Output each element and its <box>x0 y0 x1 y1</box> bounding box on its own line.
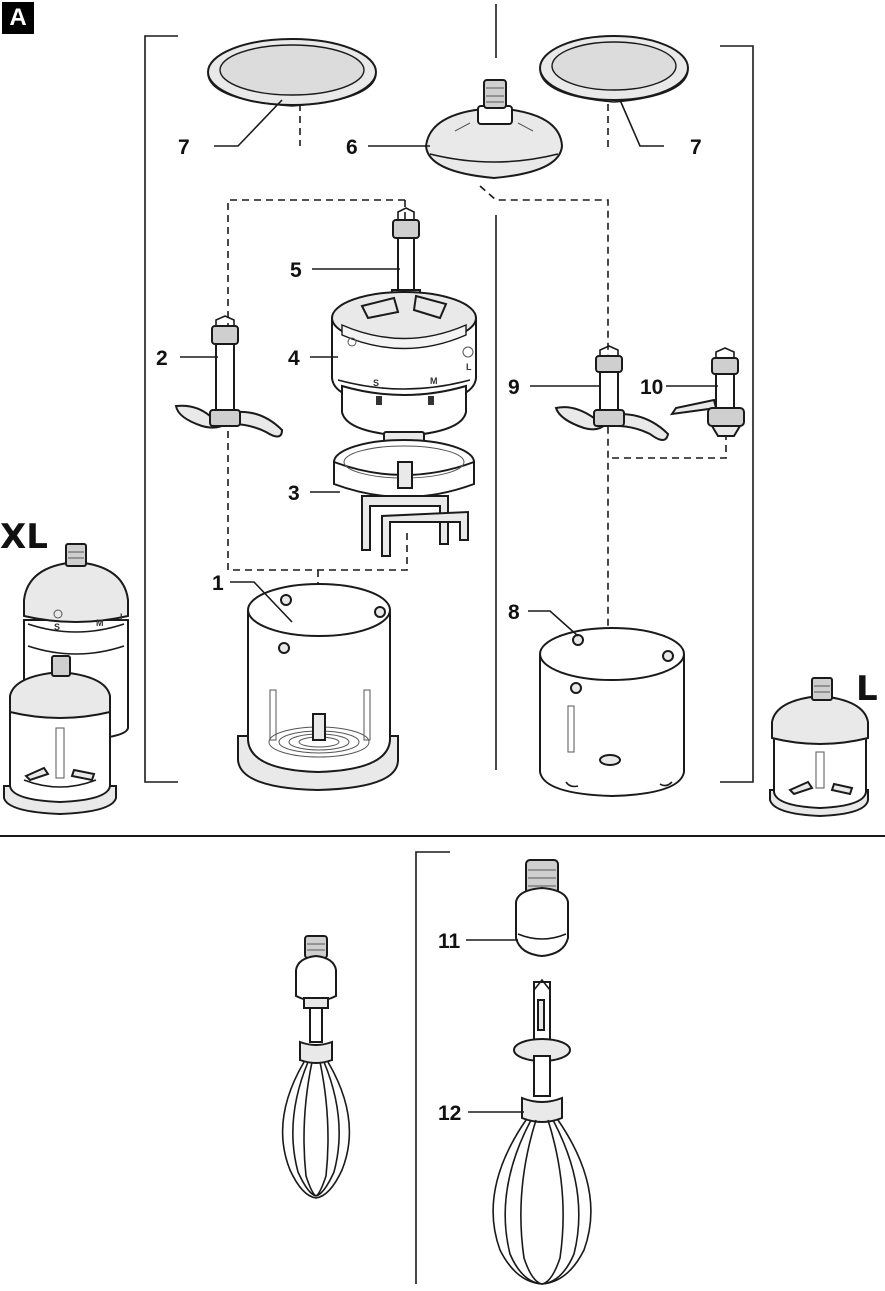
callout-7-right: 7 <box>690 136 702 159</box>
callout-2: 2 <box>156 347 168 370</box>
marking-m: M <box>430 376 438 386</box>
callout-11: 11 <box>438 930 461 953</box>
large-bowl <box>238 584 398 790</box>
medium-bowl <box>540 628 684 796</box>
lid-right <box>540 36 688 102</box>
callout-8: 8 <box>508 601 520 624</box>
lid-left <box>208 39 376 106</box>
svg-text:L: L <box>120 612 126 622</box>
size-label-xl: XL <box>0 517 48 557</box>
whisk-assembled <box>283 936 350 1198</box>
marking-l: L <box>466 362 472 372</box>
callout-5: 5 <box>290 259 302 282</box>
callout-10: 10 <box>640 376 663 399</box>
l-processor-assembled <box>770 678 868 816</box>
callout-1: 1 <box>212 572 224 595</box>
svg-text:M: M <box>96 618 104 628</box>
left-group-bracket <box>145 36 178 782</box>
svg-text:S: S <box>54 622 60 632</box>
base-holder <box>334 440 474 556</box>
callout-7-left: 7 <box>178 136 190 159</box>
size-label-l: L <box>856 669 878 709</box>
callout-12: 12 <box>438 1102 461 1125</box>
processor-bowl: S M L <box>332 292 476 442</box>
ice-crusher-blade <box>672 348 744 436</box>
callout-4: 4 <box>288 347 300 370</box>
whisk-attachment <box>493 980 591 1284</box>
callout-6: 6 <box>346 136 358 159</box>
callout-9: 9 <box>508 376 520 399</box>
callout-3: 3 <box>288 482 300 505</box>
gear-lid <box>426 80 562 178</box>
chopping-blade-left <box>176 316 282 437</box>
figure-label-badge: A <box>2 2 34 34</box>
whisk-gear-box <box>516 860 568 956</box>
whisk-group-bracket <box>416 852 450 1284</box>
marking-s: S <box>373 378 379 388</box>
